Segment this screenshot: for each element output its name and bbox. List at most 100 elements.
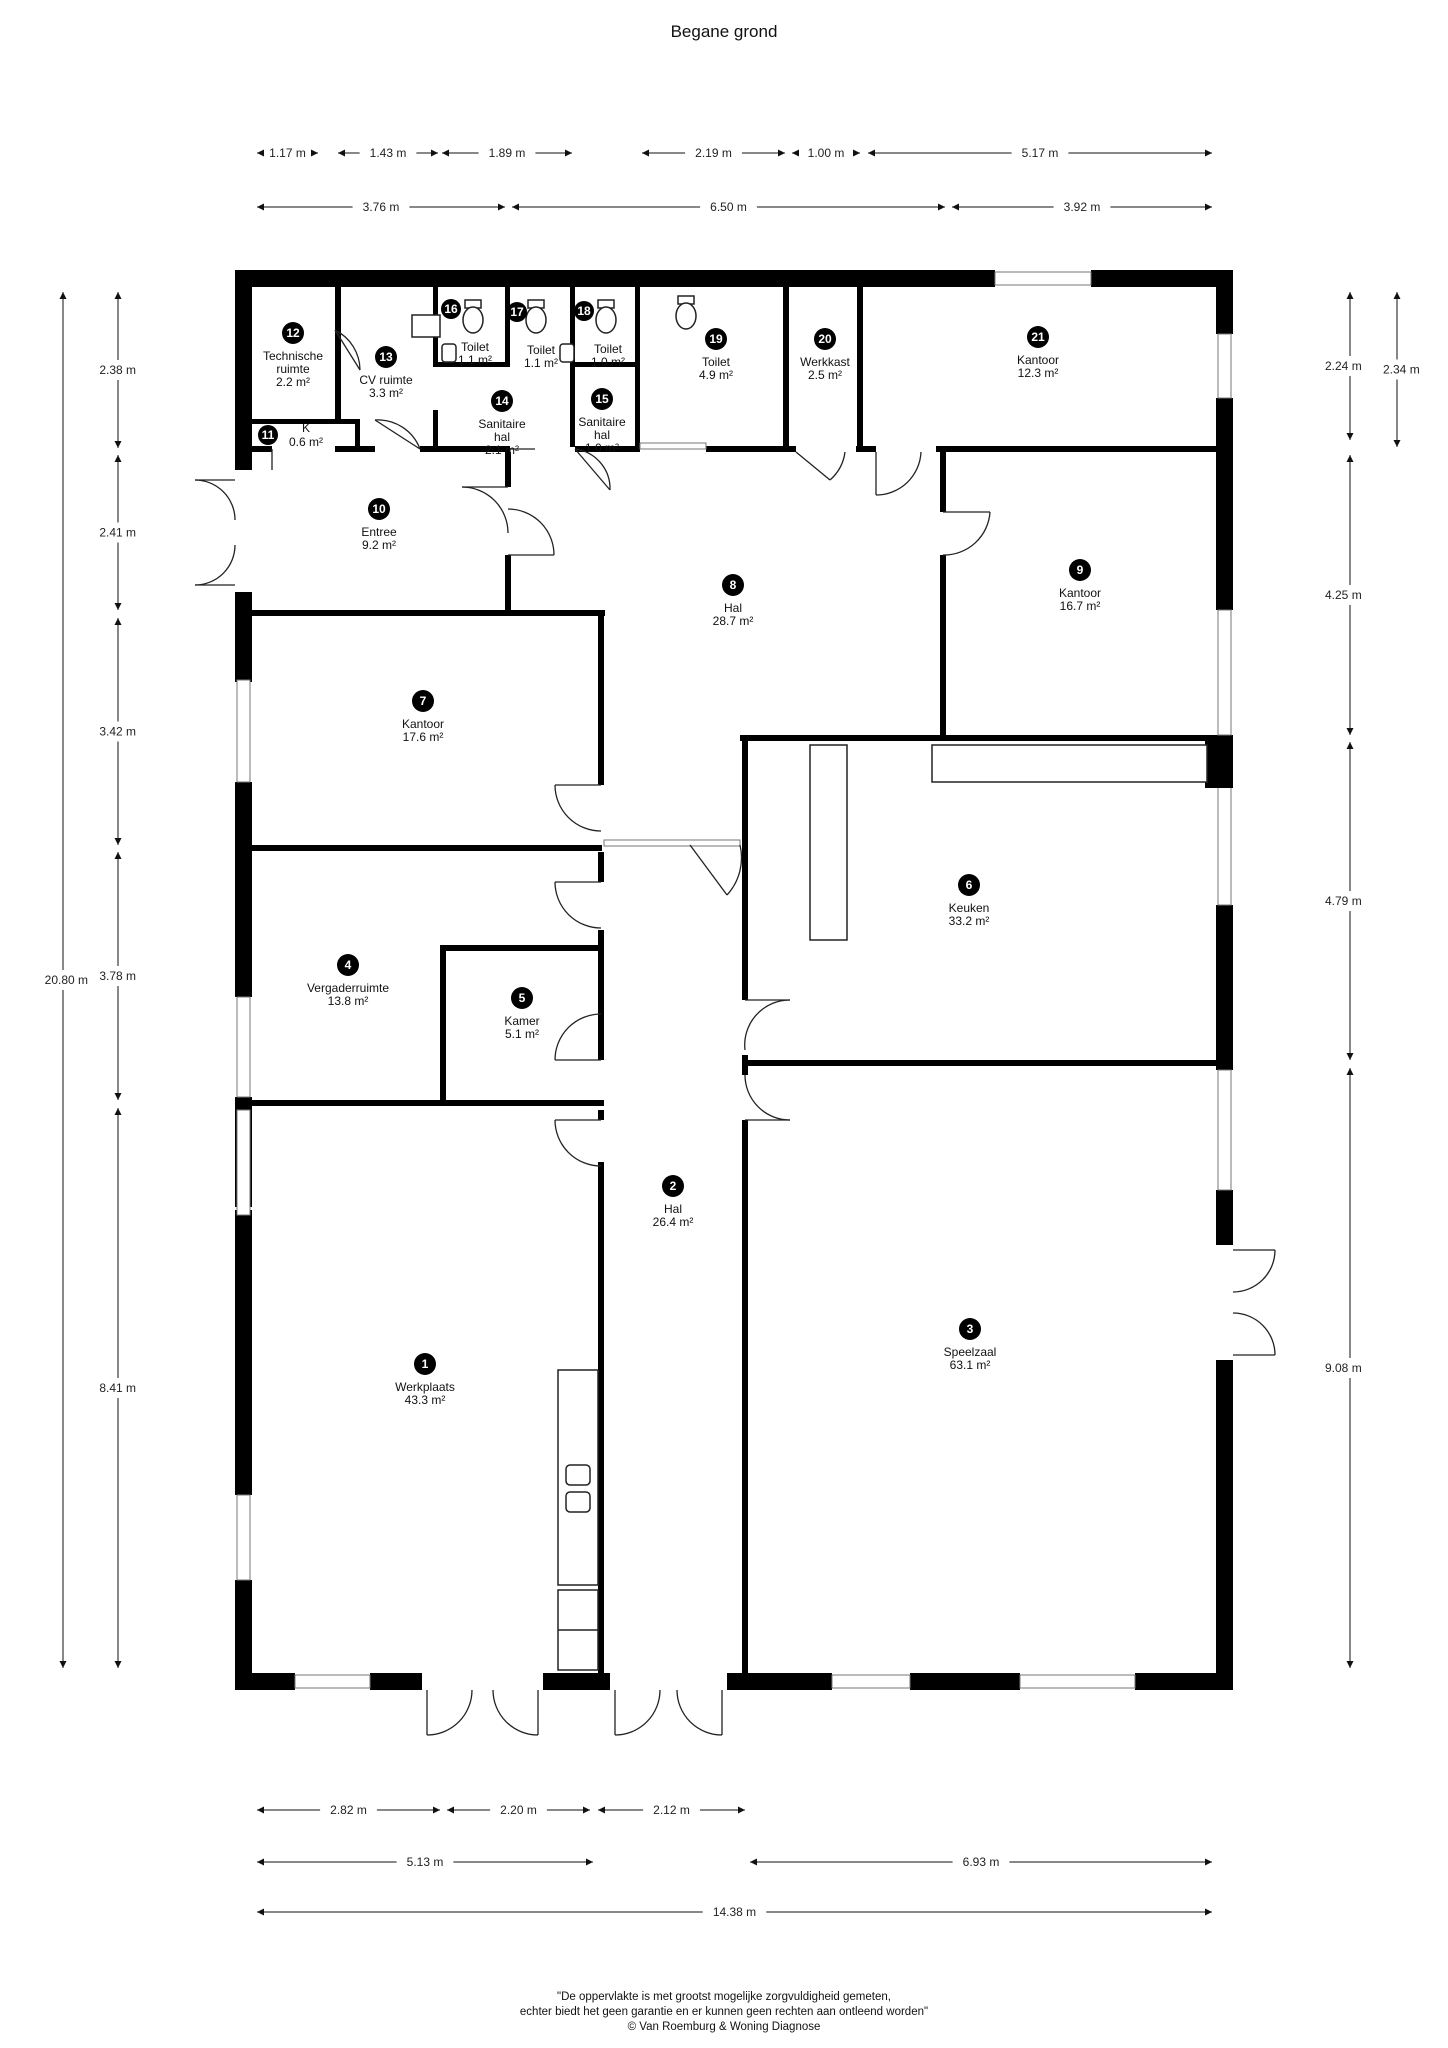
- room-number: 2: [670, 1179, 677, 1193]
- interior-walls: [252, 287, 1233, 1680]
- dimension: 2.12 m: [598, 1803, 745, 1817]
- wall: [940, 452, 946, 512]
- room-name: Werkplaats: [395, 1380, 455, 1394]
- room-number-badge: [959, 1318, 981, 1340]
- room-area: 2.2 m²: [276, 375, 310, 389]
- wall: [575, 446, 640, 452]
- disclaimer: "De oppervlakte is met grootst mogelijke…: [0, 1990, 1448, 2035]
- dimension-label: 1.17 m: [269, 146, 306, 160]
- room-area: 63.1 m²: [950, 1358, 991, 1372]
- wall: [505, 452, 511, 487]
- room-number: 19: [709, 332, 723, 346]
- dimension-label: 3.78 m: [99, 969, 136, 983]
- dimension: 2.20 m: [447, 1803, 590, 1817]
- room-area: 13.8 m²: [328, 994, 369, 1008]
- dimension-label: 1.89 m: [489, 146, 526, 160]
- wall: [857, 287, 863, 452]
- dimension-label: 8.41 m: [99, 1381, 136, 1395]
- glazing: [603, 442, 741, 847]
- dimension-label: 5.13 m: [407, 1855, 444, 1869]
- room-name: Keuken: [949, 901, 990, 915]
- room-number-badge: [574, 301, 594, 321]
- room-number-badge: [1069, 559, 1091, 581]
- window: [294, 1674, 371, 1689]
- dimension-label: 14.38 m: [713, 1905, 756, 1919]
- window: [236, 1494, 251, 1581]
- dimension: 2.38 m: [99, 292, 136, 448]
- window: [1019, 1674, 1136, 1689]
- wall: [433, 410, 438, 450]
- wall: [543, 1673, 610, 1690]
- washbasin: [441, 343, 457, 363]
- dimension: 3.78 m: [99, 852, 136, 1100]
- window: [1217, 1069, 1232, 1191]
- dimension-label: 2.41 m: [99, 526, 136, 540]
- door-swing: [554, 1119, 602, 1167]
- disclaimer-line-1: "De oppervlakte is met grootst mogelijke…: [557, 1991, 891, 2003]
- room-number-badge: [511, 987, 533, 1009]
- room-area: 2.5 m²: [808, 368, 842, 382]
- room-number-badge: [258, 425, 278, 445]
- room-name: Hal: [664, 1202, 682, 1216]
- wall: [1135, 1673, 1233, 1690]
- door-swing: [942, 511, 991, 556]
- room-number-badge: [507, 302, 527, 322]
- glazing-strip: [603, 839, 741, 847]
- door-swing: [829, 451, 846, 481]
- door-swing: [461, 486, 509, 534]
- room-number-badge: [705, 328, 727, 350]
- page-title: Begane grond: [670, 22, 778, 41]
- room-area: 1.1 m²: [458, 353, 492, 367]
- room-area: 17.6 m²: [403, 730, 444, 744]
- wall: [505, 555, 511, 615]
- wall: [1216, 270, 1233, 334]
- dimension: 6.93 m: [750, 1855, 1212, 1869]
- door-leaf: [334, 329, 361, 371]
- room-name: Entree: [361, 525, 397, 539]
- wall: [635, 287, 640, 447]
- room-number: 4: [345, 958, 352, 972]
- room-number: 6: [966, 878, 973, 892]
- dimension-label: 2.38 m: [99, 363, 136, 377]
- window: [831, 1674, 911, 1689]
- dimension-label: 6.93 m: [963, 1855, 1000, 1869]
- fixtures: [411, 295, 1208, 1671]
- wall: [235, 1580, 252, 1690]
- wall: [252, 610, 605, 616]
- door-swing: [492, 1689, 539, 1736]
- door-swing: [194, 479, 236, 521]
- dimension: 3.76 m: [257, 200, 505, 214]
- toilet-bowl: [525, 306, 547, 334]
- wall: [940, 555, 946, 740]
- dimension: 5.13 m: [257, 1855, 593, 1869]
- dimension-label: 2.82 m: [330, 1803, 367, 1817]
- dimension-label: 20.80 m: [45, 973, 88, 987]
- room-area: 1.1 m²: [524, 356, 558, 370]
- dimension-label: 6.50 m: [710, 200, 747, 214]
- wall: [936, 446, 1216, 452]
- door-leaf: [374, 419, 421, 450]
- doors: [194, 329, 1276, 1736]
- room-name: CV ruimte: [359, 373, 413, 387]
- wall: [598, 930, 604, 1060]
- room-number: 18: [577, 304, 591, 318]
- dimension: 2.19 m: [642, 146, 785, 160]
- room-number: 17: [510, 305, 524, 319]
- window: [1217, 609, 1232, 736]
- room-number-badge: [814, 328, 836, 350]
- room-number: 9: [1077, 563, 1084, 577]
- dimension: 3.92 m: [952, 200, 1212, 214]
- room-name: Hal: [724, 601, 742, 615]
- room-name: Vergaderruimte: [307, 981, 389, 995]
- room-number-badge: [414, 1353, 436, 1375]
- window: [1217, 333, 1232, 399]
- wall: [740, 735, 1216, 741]
- wall: [1216, 905, 1233, 1070]
- room-name: Sanitaire: [478, 417, 526, 431]
- wall: [420, 446, 510, 452]
- room-area: 0.6 m²: [289, 435, 323, 449]
